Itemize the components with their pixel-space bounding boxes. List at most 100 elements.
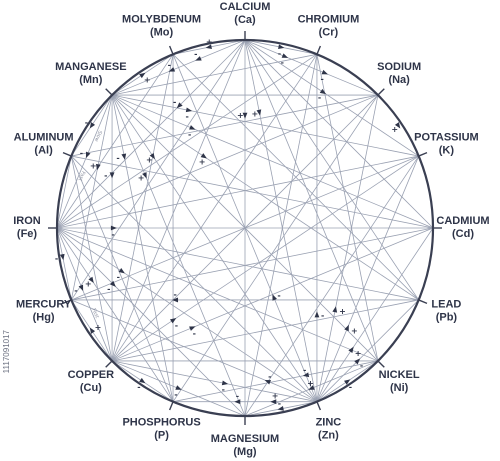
- arrowhead: [109, 172, 115, 179]
- arrowhead: [278, 44, 285, 50]
- arrowhead: [277, 406, 284, 411]
- connection-k-hg: [71, 155, 419, 301]
- interaction-sign: +: [144, 76, 151, 85]
- interaction-sign: +: [146, 156, 153, 165]
- arrowhead: [319, 88, 327, 95]
- connection-na-al: [71, 94, 379, 157]
- tick-hg: [62, 298, 73, 305]
- stock-id: 1117091017: [2, 330, 11, 374]
- interaction-sign: -: [281, 58, 284, 67]
- node-name: CADMIUM: [436, 215, 489, 227]
- interaction-sign: -: [85, 118, 88, 127]
- node-symbol: (Mg): [233, 446, 257, 458]
- arrowhead: [221, 380, 229, 386]
- interaction-sign: +: [307, 379, 314, 388]
- arrowhead: [139, 72, 146, 79]
- connection-fe-pb: [56, 227, 419, 301]
- arrowhead: [89, 122, 96, 129]
- node-symbol: (Ca): [234, 14, 256, 26]
- node-symbol: (Na): [388, 74, 410, 86]
- interaction-sign: +: [90, 162, 97, 171]
- interaction-sign: +: [391, 125, 398, 134]
- arrowhead: [314, 311, 320, 318]
- connection-cu-k: [111, 155, 419, 362]
- node-symbol: (Cd): [452, 228, 474, 240]
- arrowhead: [195, 56, 202, 61]
- connection-fe-al: [56, 155, 72, 229]
- arrowhead: [59, 253, 65, 261]
- node-symbol: (Hg): [33, 311, 55, 323]
- node-name: ZINC: [316, 416, 342, 428]
- arrowhead: [121, 153, 127, 160]
- interaction-sign: -: [116, 154, 119, 163]
- arrowhead: [348, 346, 354, 353]
- node-symbol: (Cu): [80, 382, 102, 394]
- node-name: PHOSPHORUS: [122, 416, 200, 428]
- connection-mn-hg: [70, 94, 113, 301]
- node-pb: LEAD(Pb): [431, 298, 461, 323]
- arrowhead: [78, 284, 84, 292]
- node-name: NICKEL: [379, 369, 420, 381]
- interaction-sign: -: [137, 382, 140, 391]
- arrowhead: [89, 327, 96, 334]
- node-ca: CALCIUM(Ca): [220, 1, 271, 26]
- node-symbol: (Zn): [318, 429, 339, 441]
- arrowhead: [200, 153, 207, 159]
- interaction-sign: -: [107, 285, 110, 294]
- arrowhead: [110, 225, 117, 231]
- arrowhead: [176, 102, 183, 109]
- arrowhead: [308, 385, 315, 390]
- interaction-sign: +: [355, 349, 362, 358]
- arrowhead: [189, 125, 196, 130]
- arrowhead: [172, 297, 179, 303]
- node-name: MOLYBDENUM: [122, 14, 201, 26]
- arrowhead: [109, 280, 116, 287]
- interaction-sign: -: [349, 382, 352, 391]
- interaction-sign: -: [173, 98, 176, 107]
- node-mo: MOLYBDENUM(Mo): [122, 14, 201, 39]
- tick-cr: [315, 45, 322, 56]
- interaction-sign: -: [278, 49, 281, 58]
- arrowhead: [264, 380, 272, 385]
- node-symbol: (Al): [34, 145, 53, 157]
- connection-pb-mo: [172, 54, 419, 301]
- connection-ni-p: [172, 360, 379, 403]
- interaction-sign: -: [236, 392, 239, 401]
- tick-na: [376, 88, 385, 97]
- connection-zn-k: [316, 155, 420, 402]
- interaction-sign: -: [188, 130, 191, 139]
- interaction-sign: -: [55, 254, 58, 263]
- arrowhead: [185, 107, 193, 113]
- node-p: PHOSPHORUS(P): [122, 416, 200, 441]
- arrowhead: [344, 379, 351, 385]
- connection-cr-mg: [244, 54, 318, 417]
- node-cr: CHROMIUM(Cr): [298, 14, 360, 39]
- node-name: MERCURY: [16, 298, 72, 310]
- connection-cd-al: [71, 155, 434, 229]
- arrowhead: [142, 172, 147, 179]
- connection-al-p: [70, 155, 174, 402]
- connection-mn-cd: [111, 94, 434, 229]
- node-symbol: (Mn): [79, 74, 103, 86]
- interaction-sign: +: [138, 174, 145, 183]
- interaction-sign: -: [194, 50, 197, 59]
- node-name: MANGANESE: [55, 61, 127, 73]
- tick-zn: [315, 400, 322, 411]
- arrowhead: [332, 306, 338, 313]
- arrowhead: [95, 163, 101, 171]
- node-k: POTASSIUM(K): [414, 132, 479, 157]
- node-symbol: (Ni): [390, 382, 409, 394]
- node-symbol: (Cr): [319, 27, 339, 39]
- connection-zn-na: [316, 94, 379, 402]
- connection-mn-fe: [56, 94, 113, 229]
- node-fe: IRON(Fe): [13, 215, 41, 240]
- interaction-sign: -: [186, 112, 189, 121]
- speed-label: Fast: [77, 170, 86, 182]
- arrowhead: [302, 372, 310, 378]
- connection-fe-k: [56, 155, 419, 229]
- connection-cu-mo: [111, 54, 174, 362]
- connection-k-mg: [244, 155, 420, 417]
- connection-fe-cr: [56, 53, 318, 229]
- connection-ca-cu: [111, 39, 246, 362]
- tick-k: [417, 151, 428, 158]
